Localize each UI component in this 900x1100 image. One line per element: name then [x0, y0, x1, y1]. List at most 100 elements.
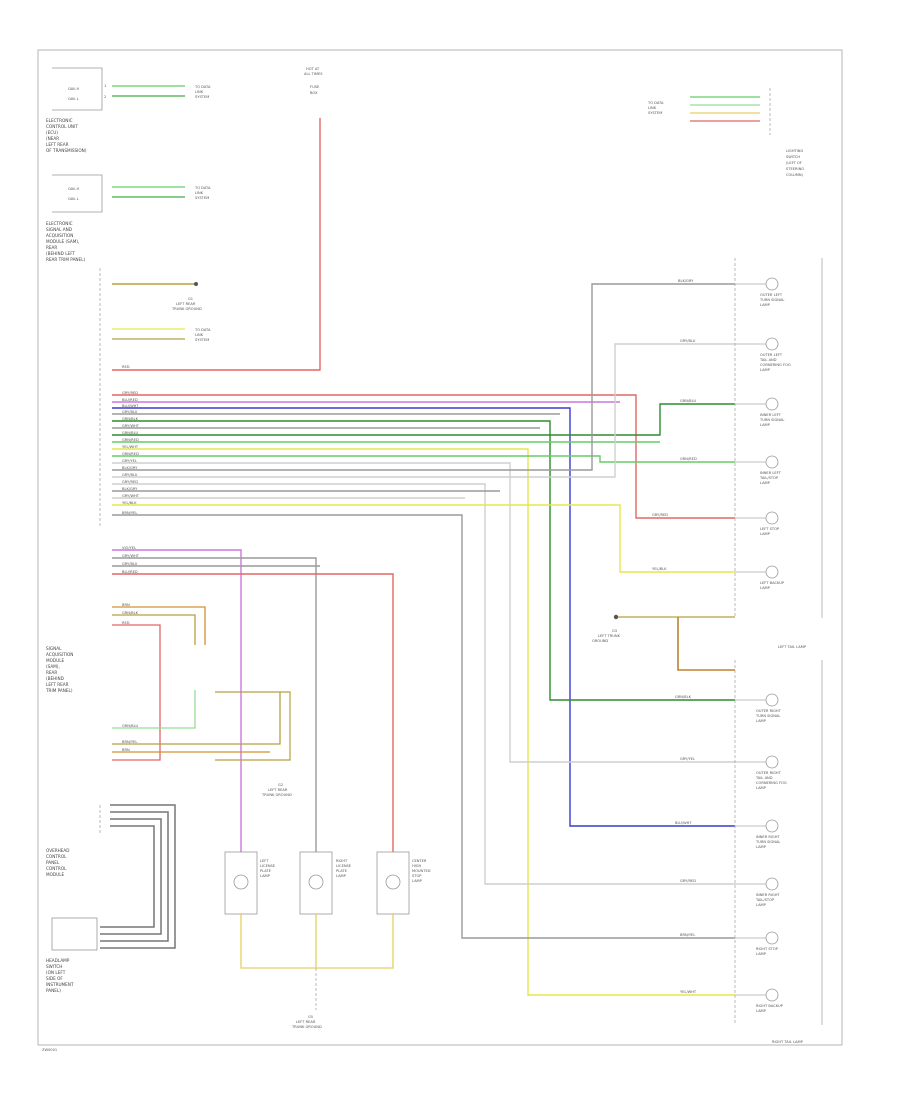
harness-wire-17: [112, 514, 735, 939]
svg-text:RIGHT: RIGHT: [336, 859, 348, 863]
svg-text:G3: G3: [612, 629, 617, 633]
harness-wire-lamp-label-10: GRY/YEL: [680, 757, 695, 761]
svg-text:PLATE: PLATE: [260, 869, 272, 873]
left-lamp-label-4-1: LAMP: [760, 532, 771, 536]
sam-rear-wire-label-1: GRN/BLK: [122, 611, 139, 615]
sam-rear-wire-label-4: BRN/YEL: [122, 740, 137, 744]
right-lamp-label-1-2: CORNERING FOG: [756, 781, 787, 785]
rear-lamp-harness: GRY/REDGRY/REDBLU/REDBLU/WHTBLU/WHTGRY/B…: [112, 279, 735, 996]
harness-wire-label-15: GRY/WHT: [122, 494, 140, 498]
harness-wire-label-10: GRY/YEL: [122, 459, 137, 463]
harness-wire-label-3: GRY/BLU: [122, 410, 138, 414]
ground-tail-dot: [613, 614, 619, 620]
svg-text:CENTER: CENTER: [412, 859, 427, 863]
svg-text:SYSTEM: SYSTEM: [648, 111, 662, 115]
harness-wire-label-16: YEL/BLK: [122, 501, 137, 505]
battery-label: HOT AT ALL TIMES FUSE BOX: [304, 67, 323, 95]
left-lamp-label-1-1: TAIL AND: [759, 358, 777, 362]
svg-text:LINK: LINK: [195, 90, 204, 94]
svg-text:LICENSE: LICENSE: [260, 864, 276, 868]
harness-wire-label-9: GRN/RED: [122, 452, 139, 456]
svg-text:TRUNK GROUND: TRUNK GROUND: [291, 1025, 322, 1029]
harness-wire-11: [112, 283, 735, 471]
center-stop-lamp: CENTER HIGH MOUNTED STOP LAMP: [376, 851, 431, 915]
svg-text:HIGH: HIGH: [412, 864, 422, 868]
svg-text:REAR: REAR: [46, 670, 57, 675]
harness-wire-lamp-label-16: YEL/BLK: [652, 567, 667, 571]
right-lamp-label-5-0: RIGHT BACKUP: [756, 1004, 784, 1008]
svg-text:TO DATA: TO DATA: [194, 328, 211, 332]
left-lamp-label-5-1: LAMP: [760, 586, 771, 590]
svg-text:SYSTEM: SYSTEM: [195, 95, 209, 99]
diagram-frame: [37, 49, 843, 1046]
right-lamp-bulb-2: [765, 819, 779, 833]
svg-text:ELECTRONIC: ELECTRONIC: [46, 221, 73, 226]
svg-text:SYSTEM: SYSTEM: [195, 338, 209, 342]
svg-text:ACQUISITION: ACQUISITION: [46, 652, 73, 657]
sam-rear-wire-label-2: RED: [122, 621, 130, 625]
svg-text:TO DATA: TO DATA: [194, 85, 211, 89]
right-lamp-bulb-3: [765, 877, 779, 891]
sam-label: ELECTRONIC SIGNAL AND ACQUISITION MODULE…: [46, 221, 86, 262]
right-lamp-label-1-1: TAIL AND: [755, 776, 773, 780]
svg-text:TRIM PANEL): TRIM PANEL): [45, 688, 73, 693]
lower-wire-1: [112, 557, 317, 852]
harness-wire-lamp-label-11: BLK/GRY: [678, 279, 694, 283]
left-lamp-label-2-0: INNER LEFT: [760, 413, 782, 417]
lower-wire-0: [112, 549, 242, 852]
harness-wire-label-17: BRN/YEL: [122, 511, 137, 515]
right-lamp-label-1-3: LAMP: [756, 786, 767, 790]
svg-text:(LEFT OF: (LEFT OF: [786, 161, 802, 165]
right-lamp-label-3-2: LAMP: [756, 903, 767, 907]
right-lamp-label-2-2: LAMP: [756, 845, 767, 849]
harness-wire-label-11: BLK/GRY: [122, 466, 138, 470]
svg-text:LICENSE: LICENSE: [336, 864, 352, 868]
ground-tail-label: G3 LEFT TRUNK GROUND: [592, 629, 621, 643]
harness-wire-0: [112, 394, 735, 519]
svg-text:TO DATA: TO DATA: [194, 186, 211, 190]
right-lamp-label-2-0: INNER RIGHT: [756, 835, 780, 839]
harness-wire-lamp-label-4: GRN/BLK: [675, 695, 692, 699]
lower-wire-label-1: GRY/WHT: [122, 554, 140, 558]
svg-text:SIGNAL: SIGNAL: [46, 646, 62, 651]
harness-wire-label-6: GRN/BLU: [122, 431, 138, 435]
left-lamp-label-4-0: LEFT STOP: [760, 527, 780, 531]
harness-wire-2: [112, 407, 735, 827]
svg-text:(ECU): (ECU): [46, 130, 58, 135]
svg-text:MOUNTED: MOUNTED: [412, 869, 431, 873]
right-lamp-label-3-1: TAIL/STOP: [755, 898, 775, 902]
svg-text:LINK: LINK: [648, 106, 657, 110]
svg-text:G2: G2: [278, 783, 283, 787]
third-to-label: TO DATA LINK SYSTEM: [194, 328, 211, 342]
svg-text:BOX: BOX: [310, 91, 318, 95]
headlamp-switch-label: HEADLAMP SWITCH (ON LEFT SIDE OF INSTRUM…: [46, 958, 74, 993]
svg-text:MODULE (SAM),: MODULE (SAM),: [46, 239, 79, 244]
svg-text:ELECTRONIC: ELECTRONIC: [46, 118, 73, 123]
svg-text:(NEAR: (NEAR: [46, 136, 59, 141]
svg-text:STOP: STOP: [412, 874, 422, 878]
right-lamp-bulb-4: [765, 931, 779, 945]
left-lamp-bulb-4: [765, 511, 779, 525]
svg-text:CAN-L: CAN-L: [68, 197, 79, 201]
harness-wire-label-5: GRY/WHT: [122, 424, 140, 428]
svg-text:INSTRUMENT: INSTRUMENT: [46, 982, 74, 987]
harness-wire-lamp-label-0: GRY/RED: [652, 513, 668, 517]
svg-text:HOT AT: HOT AT: [306, 67, 320, 71]
sam-rear-wire-1: [112, 614, 196, 645]
harness-wire-label-7: GRN/RED: [122, 438, 139, 442]
harness-wire-13: [112, 483, 735, 885]
ecu-label: ELECTRONIC CONTROL UNIT (ECU) (NEAR LEFT…: [46, 118, 87, 153]
ground-top-label: G1 LEFT REAR TRUNK GROUND: [171, 297, 202, 311]
svg-text:CONTROL: CONTROL: [46, 854, 67, 859]
left-lamp-label-1-3: LAMP: [760, 368, 771, 372]
svg-text:PLATE: PLATE: [336, 869, 348, 873]
svg-text:TRUNK GROUND: TRUNK GROUND: [171, 307, 202, 311]
harness-wire-label-8: YEL/WHT: [122, 445, 139, 449]
left-lamp-label-2-1: TURN SIGNAL: [759, 418, 784, 422]
sam-pins: CAN-H CAN-L: [68, 187, 79, 201]
svg-text:SIDE OF: SIDE OF: [46, 976, 63, 981]
harness-wire-label-4: GRN/BLK: [122, 417, 139, 421]
svg-text:ALL TIMES: ALL TIMES: [304, 72, 323, 76]
svg-text:LINK: LINK: [195, 191, 204, 195]
svg-text:MODULE: MODULE: [46, 658, 65, 663]
